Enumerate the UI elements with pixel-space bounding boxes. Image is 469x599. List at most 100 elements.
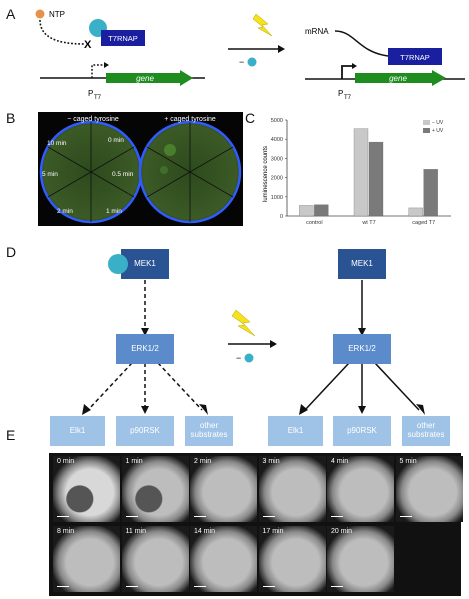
- chart-legend-label: − UV: [432, 120, 444, 126]
- promoter-arrow-right: [341, 65, 352, 79]
- gene-label-left: gene: [136, 74, 154, 83]
- scale-bar: [331, 585, 343, 587]
- mek1-box-right: MEK1: [338, 249, 386, 279]
- t7rnap-label-right: T7RNAP: [400, 53, 430, 62]
- ntp-dot: [35, 9, 45, 19]
- released-group-dot-d: [244, 353, 254, 363]
- chart-y-tick-label: 0: [280, 214, 283, 220]
- microscopy-frame: 3 min: [258, 456, 326, 522]
- frame-time-label: 11 min: [125, 528, 147, 535]
- chart-legend-label: + UV: [432, 128, 444, 134]
- frame-time-label: 0 min: [57, 458, 75, 465]
- scale-bar: [262, 515, 275, 517]
- lightning-bolt-icon-d: [231, 309, 256, 337]
- chart-category-label: control: [306, 220, 323, 226]
- chart-bar: [368, 141, 384, 217]
- promoter-sub-left: T7: [94, 95, 102, 101]
- scale-bar: [399, 515, 412, 517]
- chart-bar: [408, 207, 423, 217]
- p90rsk-box-right: p90RSK: [333, 416, 391, 446]
- frame-time-label: 4 min: [331, 458, 349, 465]
- microscopy-frame: 0 min: [53, 456, 120, 522]
- panel-label-e: E: [6, 427, 16, 443]
- gene-arrow-right: [355, 70, 446, 86]
- ntp-dotted-path: [39, 19, 85, 45]
- gene-label-right: gene: [389, 74, 407, 83]
- t7rnap-box-right: [388, 48, 442, 65]
- plate-svg: − caged tyrosine + caged tyrosine 0 min …: [39, 116, 242, 224]
- chart-category-label: caged T7: [412, 220, 435, 226]
- frame-time-label: 3 min: [262, 458, 280, 465]
- frame-time-label: 1 min: [125, 458, 143, 465]
- microscopy-frame: 4 min: [327, 456, 394, 522]
- microscopy-frame: 20 min: [327, 526, 394, 592]
- panel-a-diagram: NTP X T7RNAP gene P T7 − mRNA T7RNAP gen…: [35, 9, 465, 101]
- panel-label-b: B: [6, 110, 16, 126]
- microscopy-frame: 11 min: [121, 526, 189, 592]
- other-substrates-box-left: other substrates: [185, 416, 233, 446]
- promoter-arrow-left: [91, 64, 104, 78]
- scale-bar: [194, 515, 206, 517]
- block-mark: X: [84, 39, 92, 51]
- mrna-label: mRNA: [305, 27, 329, 36]
- mrna-strand: [334, 30, 389, 57]
- mek1-box-left: MEK1: [121, 249, 169, 279]
- frame-time-label: 5 min: [399, 458, 417, 465]
- frame-time-label: 8 min: [57, 528, 75, 535]
- released-group-dot-a: [247, 57, 257, 67]
- time-label-5min: 5 min: [42, 171, 58, 178]
- minus-sign-d: −: [236, 353, 241, 363]
- microscopy-frame: 8 min: [53, 526, 120, 592]
- frame-time-label: 17 min: [262, 528, 284, 535]
- scale-bar: [331, 515, 343, 517]
- chart-bar: [353, 128, 369, 217]
- chart-bar: [299, 205, 314, 217]
- erk-box-right: ERK1/2: [333, 334, 391, 364]
- gene-arrow-left: [106, 70, 193, 86]
- panel-label-d: D: [6, 244, 17, 260]
- chart-category-label: wt T7: [361, 220, 375, 226]
- chart-bar: [423, 169, 438, 217]
- plate-title-right: + caged tyrosine: [164, 116, 216, 123]
- scale-bar: [262, 585, 275, 587]
- chart-legend-swatch: [423, 128, 430, 133]
- time-label-10min: 10 min: [47, 140, 67, 147]
- frame-time-label: 20 min: [331, 528, 353, 535]
- elk1-box-left: Elk1: [50, 416, 105, 446]
- time-label-2min: 2 min: [57, 208, 73, 215]
- chart-y-tick-label: 2000: [271, 176, 283, 182]
- plate-photo: − caged tyrosine + caged tyrosine 0 min …: [38, 112, 243, 226]
- chart-bar: [314, 204, 329, 217]
- minus-sign-a: −: [239, 57, 244, 67]
- t7rnap-box-left: [101, 30, 145, 46]
- scale-bar: [57, 585, 69, 587]
- panel-label-a: A: [6, 6, 16, 22]
- elk1-box-right: Elk1: [268, 416, 323, 446]
- p90rsk-box-left: p90RSK: [116, 416, 174, 446]
- frame-time-label: 2 min: [194, 458, 212, 465]
- chart-ylabel: luminescence counts: [263, 146, 269, 202]
- scale-bar: [57, 515, 69, 517]
- promoter-label-left: P: [88, 89, 93, 98]
- microscopy-frame: 5 min: [395, 456, 463, 522]
- panel-d-arrows: −: [82, 280, 425, 415]
- microscopy-frame: 1 min: [121, 456, 189, 522]
- time-label-0min: 0 min: [108, 137, 124, 144]
- chart-y-tick-label: 5000: [271, 118, 283, 124]
- microscopy-frame: 14 min: [190, 526, 257, 592]
- time-label-0-5min: 0.5 min: [112, 171, 134, 178]
- caged-group-circle-d: [108, 254, 128, 274]
- t7rnap-label-left: T7RNAP: [108, 34, 138, 43]
- chart-y-tick-label: 3000: [271, 156, 283, 162]
- microscopy-frame: 17 min: [258, 526, 326, 592]
- time-label-1min: 1 min: [106, 208, 122, 215]
- promoter-sub-right: T7: [344, 95, 352, 101]
- scale-bar: [125, 515, 138, 517]
- chart-y-tick-label: 1000: [271, 195, 283, 201]
- lightning-bolt-icon-a: [252, 13, 273, 37]
- frame-time-label: 14 min: [194, 528, 216, 535]
- erk-box-left: ERK1/2: [116, 334, 174, 364]
- scale-bar: [194, 585, 206, 587]
- panel-label-c: C: [245, 110, 256, 126]
- microscopy-frame: 2 min: [190, 456, 257, 522]
